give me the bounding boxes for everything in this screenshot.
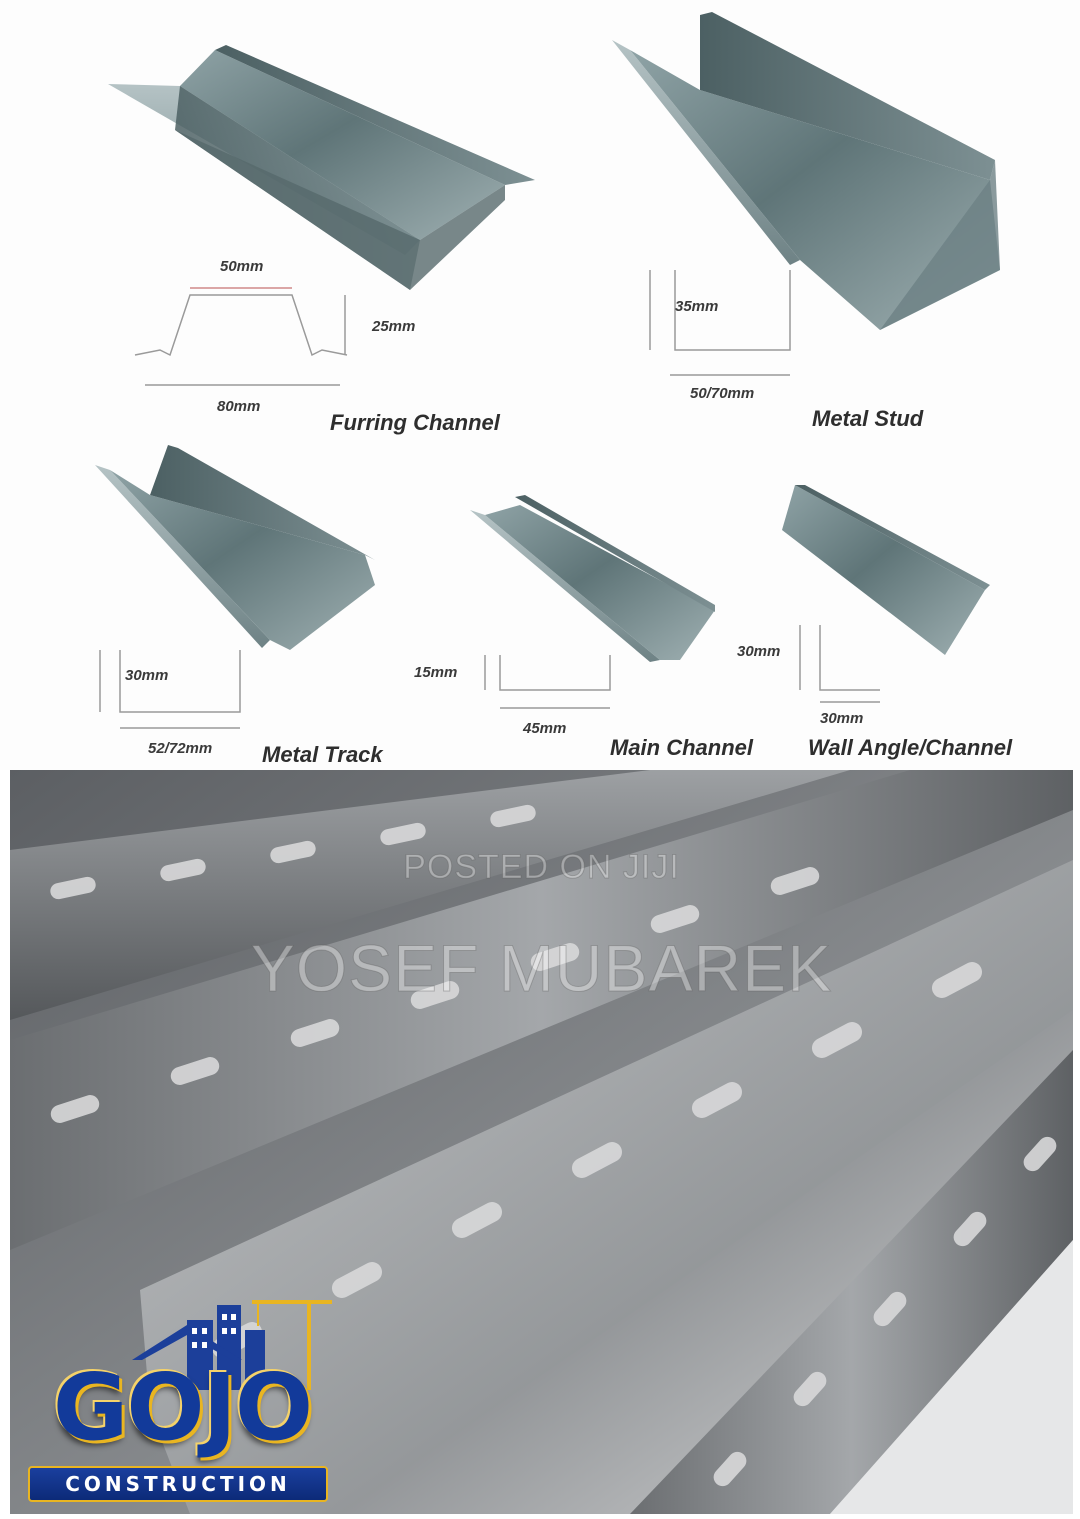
main-channel-profile [470, 495, 715, 662]
stud-height-label: 35mm [675, 298, 719, 315]
stud-width-label: 50/70mm [690, 385, 755, 402]
watermark-seller: YOSEF MUBAREK [250, 931, 833, 1006]
furring-width-label: 50mm [220, 258, 264, 275]
tray-3 [140, 860, 1073, 1514]
wall-angle-name: Wall Angle/Channel [808, 735, 1013, 760]
floor-highlight [830, 1240, 1073, 1514]
track-width-label: 52/72mm [148, 740, 213, 757]
tray-slots [50, 804, 1057, 1487]
main-channel-section [484, 655, 611, 709]
tray-2 [10, 770, 1073, 1250]
metal-stud-profile [612, 12, 1000, 330]
metal-stud-name: Metal Stud [812, 406, 924, 431]
main-channel-height-label: 15mm [414, 664, 458, 681]
metal-track-section [99, 650, 241, 729]
furring-base-label: 80mm [217, 398, 261, 415]
logo-subtitle: CONSTRUCTION [65, 1472, 291, 1496]
logo-skyline-icon [132, 1300, 332, 1390]
furring-channel-profile [108, 45, 535, 290]
profile-catalog: 50mm 25mm 80mm Furring Channel 35mm 50/7… [95, 12, 1013, 767]
furring-height-label: 25mm [372, 318, 416, 335]
watermark-posted: POSTED ON JIJI [403, 848, 680, 887]
furring-channel-name: Furring Channel [330, 410, 500, 435]
logo-wordmark: GOJO [52, 1354, 313, 1461]
main-channel-name: Main Channel [610, 735, 754, 760]
gojo-construction-logo: GOJO CONSTRUCTION [12, 1290, 342, 1512]
metal-track-profile [95, 445, 375, 650]
catalog-drawings [95, 12, 1000, 729]
wall-angle-width-label: 30mm [820, 710, 864, 727]
metal-stud-section [649, 270, 791, 376]
wall-angle-section [799, 625, 880, 703]
wall-angle-height-label: 30mm [737, 643, 781, 660]
metal-track-name: Metal Track [262, 742, 383, 767]
tray-1 [10, 770, 850, 1020]
main-channel-width-label: 45mm [523, 720, 567, 737]
tray-4 [630, 1050, 1073, 1514]
furring-channel-section [134, 287, 348, 386]
logo-banner: CONSTRUCTION [28, 1466, 328, 1502]
wall-angle-profile [782, 485, 990, 655]
track-height-label: 30mm [125, 667, 169, 684]
